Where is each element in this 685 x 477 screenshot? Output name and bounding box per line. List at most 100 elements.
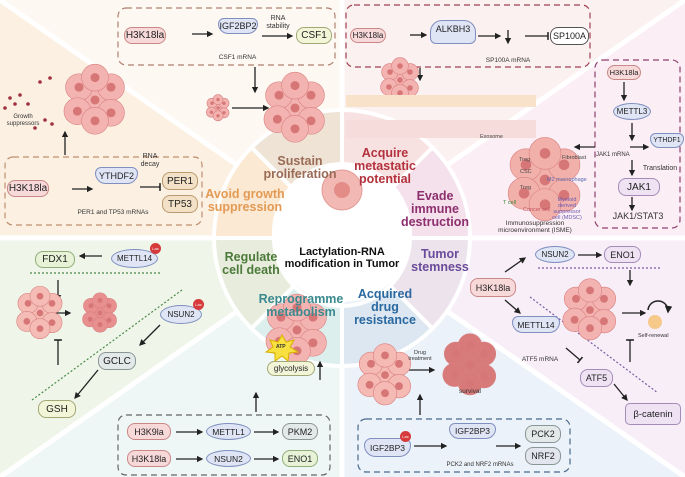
isme-m2-macrophage: M2 macrophage bbox=[547, 177, 587, 183]
pck2: PCK2 bbox=[525, 425, 561, 443]
hallmark-evade-immune-destruction: Evade immune destruction bbox=[400, 189, 470, 230]
hallmark-acquired-drug-resistance: Acquired drug resistance bbox=[354, 287, 416, 328]
isme-cancer-cell: Cancer cell bbox=[523, 207, 551, 213]
growth-suppressor-dot bbox=[38, 80, 42, 84]
pck2-nrf2-mrna-label: PCK2 and NRF2 mRNAs bbox=[446, 462, 514, 468]
center-circle bbox=[272, 162, 412, 302]
igf2bp3-writer: IGF2BP3 bbox=[364, 438, 411, 457]
csf1-mrna-label: CSF1 mRNA bbox=[218, 54, 257, 61]
sp100a-target: SP100A bbox=[550, 27, 589, 45]
isme-t-cell: T cell bbox=[503, 200, 517, 206]
eno1-metabolism: ENO1 bbox=[282, 450, 318, 467]
isme-mdsc: Myeloid derived suppressor cell (MDSC) bbox=[552, 197, 582, 222]
cell-illustrations bbox=[3, 57, 662, 406]
hallmark-tumor-stemness: Tumor stemness bbox=[411, 247, 469, 275]
h3k18la-metabolism: H3K18la bbox=[127, 450, 171, 467]
h3k18la-growth: H3K18la bbox=[7, 180, 49, 197]
hallmark-reprogramme-metabolism: Reprogramme metabolism bbox=[258, 292, 344, 320]
hallmark-acquire-metastatic-potential: Acquire metastatic potential bbox=[354, 146, 416, 187]
growth-suppressor-dot bbox=[8, 96, 12, 100]
sp100a-mrna-label: SP100A mRNA bbox=[485, 57, 531, 64]
alkbh3-eraser: ALKBH3 bbox=[430, 20, 476, 44]
translation-label: Translation bbox=[642, 165, 678, 172]
atp-label: ATP bbox=[276, 344, 286, 350]
rna-decay-label: RNA decay bbox=[140, 153, 160, 168]
nrf2: NRF2 bbox=[525, 447, 561, 465]
igf2bp3-reader: IGF2BP3 bbox=[449, 423, 496, 439]
mettl14-death: METTL14 bbox=[111, 249, 158, 268]
apoptotic-cell bbox=[82, 292, 117, 333]
isme-treg-2: Treg bbox=[520, 185, 532, 191]
tumor-cluster-proliferation bbox=[263, 71, 325, 143]
tp53-target: TP53 bbox=[162, 195, 198, 213]
growth-suppressor-dot bbox=[26, 102, 30, 106]
mettl3-writer: METTL3 bbox=[613, 103, 651, 120]
glycolysis-label: glycolysis bbox=[267, 361, 315, 376]
growth-suppressor-dot bbox=[3, 106, 7, 110]
nsun2-death: NSUN2 bbox=[160, 305, 202, 324]
tumor-before-drug bbox=[357, 343, 412, 406]
growth-suppressors-label: Growth suppressors bbox=[6, 114, 40, 127]
isme-fibroblast: Fibroblast bbox=[562, 155, 587, 161]
per1-tp53-mrna-label: PER1 and TP53 mRNAs bbox=[77, 209, 149, 216]
lac-badge: Lac bbox=[193, 299, 204, 310]
growth-suppressor-dot bbox=[13, 102, 17, 106]
vessel-lumen bbox=[346, 120, 536, 138]
center-cell-icon bbox=[321, 169, 363, 211]
growth-suppressor-dot bbox=[33, 126, 37, 130]
igf2bp2-reader: IGF2BP2 bbox=[218, 18, 258, 34]
center-title-line1: Lactylation-RNA bbox=[299, 246, 385, 258]
h3k18la-stemness: H3K18la bbox=[470, 278, 516, 297]
self-renewal-loop-icon bbox=[647, 300, 673, 314]
drug-treatment-label: Drug treatment bbox=[408, 350, 432, 363]
growth-suppressor-dot bbox=[48, 76, 52, 80]
ythdf2-reader: YTHDF2 bbox=[95, 167, 138, 184]
lac-badge: Lac bbox=[400, 431, 411, 442]
h3k18la-metastasis: H3K18la bbox=[350, 28, 386, 43]
growth-suppressor-dot bbox=[50, 122, 54, 126]
mettl14-stemness: METTL14 bbox=[512, 316, 560, 333]
pkm2: PKM2 bbox=[282, 423, 318, 440]
growth-suppressor-dot bbox=[43, 118, 47, 122]
nsun2-stemness: NSUN2 bbox=[535, 246, 575, 263]
isme-csc: CSC bbox=[520, 169, 532, 175]
ring-segment-drug bbox=[340, 283, 436, 369]
surviving-tumor bbox=[442, 333, 497, 396]
csf1-target: CSF1 bbox=[296, 27, 332, 44]
mettl1: METTL1 bbox=[206, 423, 251, 440]
jak1-stat3-label: JAK1/STAT3 bbox=[612, 211, 664, 221]
isme-title: Immunosuppression microenvironment (ISME… bbox=[498, 220, 572, 235]
vessel-wall bbox=[346, 95, 536, 107]
center-title-line2: modification in Tumor bbox=[284, 258, 400, 270]
gsh: GSH bbox=[38, 400, 76, 418]
h3k18la-immune: H3K18la bbox=[607, 65, 641, 80]
beta-catenin: β-catenin bbox=[625, 403, 681, 425]
stem-cluster bbox=[562, 278, 617, 341]
rna-stability-label: RNA stability bbox=[266, 15, 290, 30]
h3k9la: H3K9la bbox=[127, 423, 171, 440]
per1-target: PER1 bbox=[162, 172, 198, 190]
eno1-stemness: ENO1 bbox=[604, 246, 641, 263]
isme-treg-1: Treg bbox=[519, 157, 531, 163]
stem-cell bbox=[648, 315, 662, 329]
gclc: GCLC bbox=[98, 352, 136, 370]
hallmark-avoid-growth-suppression: Avoid growth suppression bbox=[205, 187, 285, 215]
small-cells bbox=[206, 94, 230, 122]
ythdf1-reader: YTHDF1 bbox=[650, 133, 684, 148]
atf5-mrna-label: ATF5 mRNA bbox=[521, 356, 559, 363]
hallmark-regulate-cell-death: Regulate cell death bbox=[222, 250, 280, 278]
atf5: ATF5 bbox=[580, 369, 613, 387]
jak1-mrna-label: JAK1 mRNA bbox=[596, 152, 630, 158]
atp-star-icon bbox=[264, 333, 300, 362]
self-renewal-label: Self-renewal bbox=[638, 333, 669, 339]
hallmark-sustain-proliferation: Sustain proliferation bbox=[263, 154, 337, 182]
tumor-cluster-growth bbox=[63, 63, 125, 135]
lac-badge: Lac bbox=[150, 243, 161, 254]
fdx1: FDX1 bbox=[35, 251, 75, 268]
jak1-target: JAK1 bbox=[618, 178, 660, 196]
dying-cell bbox=[16, 285, 63, 339]
isme-cluster bbox=[507, 137, 581, 221]
isme-exosome: Exosome bbox=[480, 134, 503, 140]
